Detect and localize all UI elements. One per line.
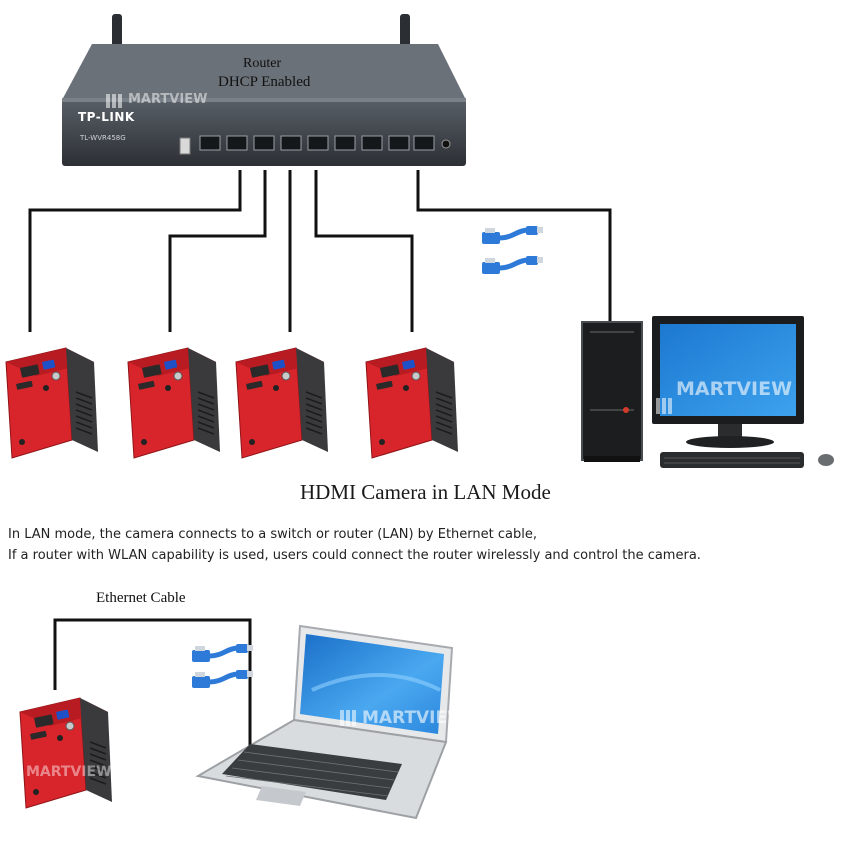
keyboard xyxy=(660,452,804,468)
ethernet-cable-label: Ethernet Cable xyxy=(96,590,186,606)
description-line-1: In LAN mode, the camera connects to a sw… xyxy=(8,527,537,542)
router-label: Router xyxy=(243,56,282,71)
watermark-logo-icon xyxy=(106,94,672,726)
laptop xyxy=(195,624,454,820)
diagram-title: HDMI Camera in LAN Mode xyxy=(300,480,551,504)
camera-3 xyxy=(235,347,329,459)
watermark-text: MARTVIEW xyxy=(362,708,466,728)
camera-4 xyxy=(365,347,459,459)
watermark-text: MARTVIEW xyxy=(26,764,112,780)
monitor xyxy=(652,316,804,448)
watermark-text: MARTVIEW xyxy=(676,378,793,400)
camera-1 xyxy=(5,347,99,459)
pc-tower xyxy=(581,321,643,462)
router-status: DHCP Enabled xyxy=(218,74,311,90)
watermark-text: MARTVIEW xyxy=(128,92,208,107)
router-brand: TP-LINK xyxy=(78,110,135,124)
mouse-icon xyxy=(818,454,834,466)
description-line-2: If a router with WLAN capability is used… xyxy=(8,548,701,563)
camera-standalone xyxy=(19,697,113,809)
camera-2 xyxy=(127,347,221,459)
router-model: TL-WVR458G xyxy=(80,134,126,142)
ethernet-cables xyxy=(28,170,612,760)
router-device xyxy=(62,14,466,166)
